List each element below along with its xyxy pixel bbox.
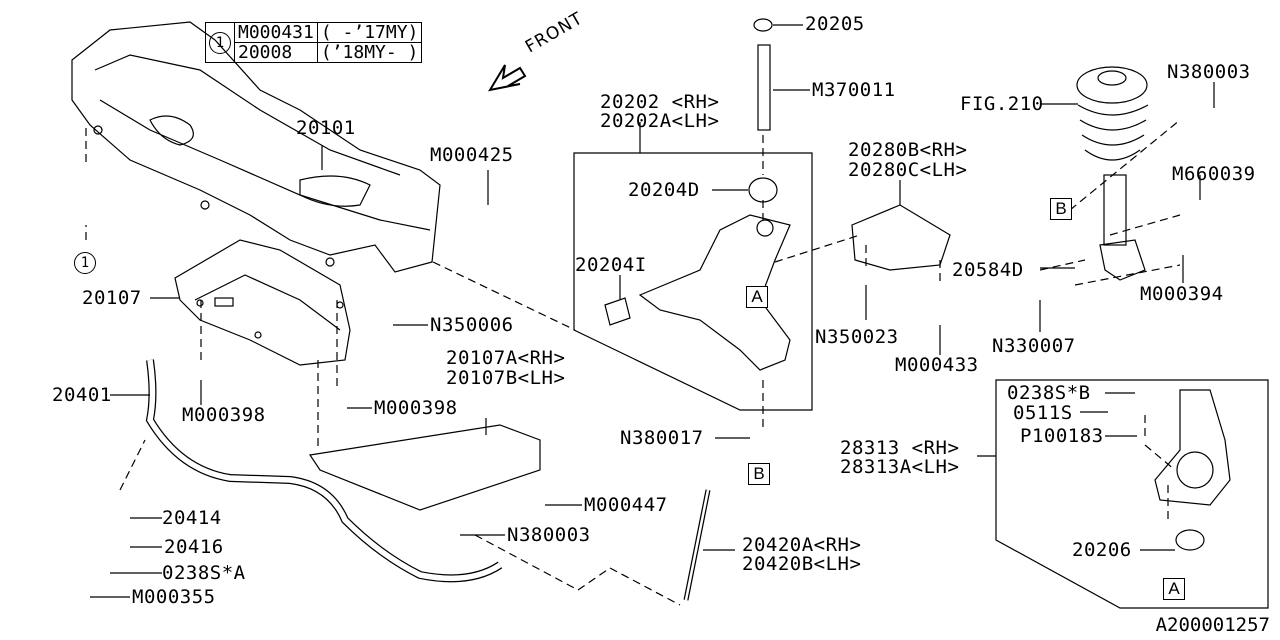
callout-P100183[interactable]: P100183 xyxy=(1020,425,1104,447)
callout-28313A[interactable]: 28313A<LH> xyxy=(840,456,960,478)
callout-M000398[interactable]: M000398 xyxy=(182,404,266,426)
legend-range: ( -’17MY) xyxy=(316,22,423,43)
callout-0511S[interactable]: 0511S xyxy=(1013,402,1073,424)
lower-arm-illustration xyxy=(604,214,791,371)
callout-28313[interactable]: 28313 <RH> xyxy=(840,437,960,459)
callout-20420B[interactable]: 20420B<LH> xyxy=(742,553,862,575)
callout-M000433[interactable]: M000433 xyxy=(895,354,979,376)
callout-20204I[interactable]: 20204I xyxy=(575,254,647,276)
circle-marker-icon: 1 xyxy=(209,31,231,54)
legend-range: (’18MY- ) xyxy=(316,42,423,63)
callout-20101[interactable]: 20101 xyxy=(296,117,356,139)
bracket-illustration xyxy=(851,204,951,271)
callout-N350006[interactable]: N350006 xyxy=(430,314,514,336)
callout-FIG210[interactable]: FIG.210 xyxy=(960,93,1044,115)
callout-20107A[interactable]: 20107A<RH> xyxy=(446,347,566,369)
callout-M000355[interactable]: M000355 xyxy=(132,586,216,608)
callout-N380003[interactable]: N380003 xyxy=(1167,61,1251,83)
callout-20401[interactable]: 20401 xyxy=(52,384,112,406)
callout-20280B[interactable]: 20280B<RH> xyxy=(848,139,968,161)
callout-20206[interactable]: 20206 xyxy=(1072,539,1132,561)
strut-illustration xyxy=(1076,66,1149,281)
ref-box-A[interactable]: A xyxy=(1163,578,1185,600)
callout-M370011[interactable]: M370011 xyxy=(812,79,896,101)
ref-box-A[interactable]: A xyxy=(746,286,768,308)
legend-part[interactable]: 20008 xyxy=(234,42,318,63)
support-plate-illustration xyxy=(308,424,541,511)
callout-N330007[interactable]: N330007 xyxy=(992,335,1076,357)
callout-M660039[interactable]: M660039 xyxy=(1172,163,1256,185)
ref-circle-1: 1 xyxy=(74,252,96,274)
leader-lines-dashed xyxy=(85,119,1181,606)
callout-M000425[interactable]: M000425 xyxy=(430,144,514,166)
callout-20202[interactable]: 20202 <RH> xyxy=(600,91,720,113)
callout-20416[interactable]: 20416 xyxy=(164,536,224,558)
legend-row: 1 M000431 ( -’17MY) xyxy=(205,22,423,63)
legend-row: 20008 (’18MY- ) xyxy=(206,42,423,63)
callout-0238S-B[interactable]: 0238S*B xyxy=(1007,382,1091,404)
lower-arm-group-box xyxy=(573,152,813,411)
legend-marker-cell: 1 xyxy=(205,22,235,63)
year-legend-table: 1 M000431 ( -’17MY) 20008 (’18MY- ) xyxy=(205,22,423,63)
callout-M000447[interactable]: M000447 xyxy=(584,494,668,516)
callout-20205[interactable]: 20205 xyxy=(805,13,865,35)
legend-part[interactable]: M000431 xyxy=(234,22,318,43)
callout-N350023[interactable]: N350023 xyxy=(815,326,899,348)
figure-id: A200001257 xyxy=(1155,614,1270,636)
front-arrow-icon xyxy=(487,64,527,92)
callout-20414[interactable]: 20414 xyxy=(162,507,222,529)
callout-20107B[interactable]: 20107B<LH> xyxy=(446,367,566,389)
ref-box-B[interactable]: B xyxy=(748,463,770,485)
callout-M000398[interactable]: M000398 xyxy=(374,397,458,419)
callout-N380017[interactable]: N380017 xyxy=(620,427,704,449)
callout-M000394[interactable]: M000394 xyxy=(1140,283,1224,305)
leader-lines-solid xyxy=(90,24,1215,598)
callout-20202A[interactable]: 20202A<LH> xyxy=(600,110,720,132)
knuckle-illustration xyxy=(1154,389,1231,551)
callout-20107[interactable]: 20107 xyxy=(82,287,142,309)
callout-0238S-A[interactable]: 0238S*A xyxy=(162,562,246,584)
callout-N380003[interactable]: N380003 xyxy=(507,524,591,546)
callout-20584D[interactable]: 20584D xyxy=(952,259,1024,281)
stud-illustration xyxy=(757,44,771,131)
knuckle-group-box xyxy=(995,379,1269,609)
callout-20204D[interactable]: 20204D xyxy=(628,179,700,201)
callout-20420A[interactable]: 20420A<RH> xyxy=(742,534,862,556)
ref-box-B[interactable]: B xyxy=(1050,198,1072,220)
callout-20280C[interactable]: 20280C<LH> xyxy=(848,159,968,181)
